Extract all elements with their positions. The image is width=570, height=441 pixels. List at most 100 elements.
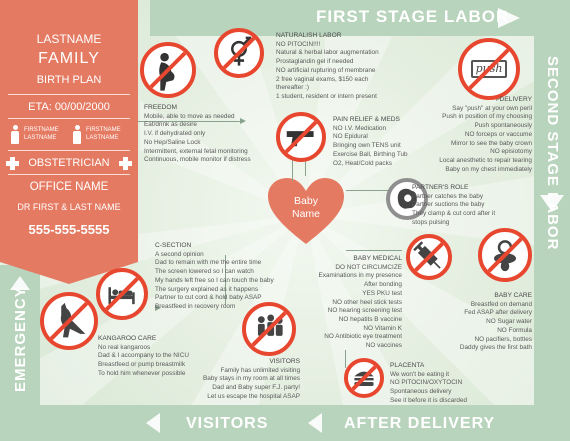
visitors-line: Baby stays in my room at all times	[203, 375, 300, 383]
sidebar-divider	[8, 118, 130, 119]
natural-labor-line: 2 free vaginal exams, $150 each	[276, 75, 369, 83]
csection-line: The surgery explained as it happens	[155, 285, 259, 293]
csection-text: C-SECTION A second opinion Dad to remain…	[155, 242, 274, 312]
natural-labor-line: 1 student, resident or intern present	[276, 92, 377, 100]
baby-care-line: Daddy gives the first bath	[459, 344, 532, 352]
medical-cross-icon	[119, 157, 132, 170]
delivery-text: DELIVERY Say "push" at your own peril Pu…	[432, 96, 532, 174]
baby-medical-line: NO Antibiotic eye treatment	[324, 333, 402, 341]
bottom-band: VISITORS AFTER DELIVERY	[0, 405, 570, 441]
delivery-line: Local anesthetic to repair tearing	[439, 156, 532, 164]
kangaroo-care-line: Breastfeed or pump breastmilk	[98, 361, 186, 369]
pain-relief-line: Exercise Ball, Birthing Tub	[333, 150, 408, 158]
second-stage-band: SECOND STAGE LABOR	[534, 36, 570, 416]
parent-two-last: LASTNAME	[86, 135, 119, 141]
csection-line: The screen lowered so I can watch	[155, 268, 254, 276]
sidebar-divider	[8, 94, 130, 95]
visitors-title: VISITORS	[269, 358, 300, 365]
connector-line	[346, 190, 408, 191]
kangaroo-care-line: To hold him whenever possible	[98, 369, 186, 377]
kangaroo-icon	[60, 302, 86, 338]
csection-line: Partner to cut cord & hold baby ASAP	[155, 294, 262, 302]
baby-medical-line: NO hearing screening test	[327, 307, 402, 315]
natural-labor-line: Natural & herbal labor augmentation	[276, 49, 379, 57]
sidebar-divider	[8, 174, 130, 175]
connector-line	[225, 255, 226, 305]
parent-one-last: LASTNAME	[24, 135, 57, 141]
baby-medical-line: NO Vitamin K	[363, 324, 402, 332]
visitors-text: VISITORS Family has unlimited visiting B…	[200, 358, 300, 402]
sidebar-office: OFFICE NAME	[29, 181, 109, 193]
medical-cross-icon	[6, 157, 19, 170]
partner-role-title: PARTNER'S ROLE	[412, 184, 469, 191]
pain-relief-line: NO Epidural	[333, 133, 368, 141]
delivery-badge: push	[458, 38, 520, 100]
visitors-line: Family has unlimited visiting	[220, 366, 300, 374]
baby-medical-line: DO NOT CIRCUMCIZE	[335, 263, 402, 271]
man-icon	[72, 125, 82, 145]
placenta-line: NO PITOCIN/OXYTOCIN	[390, 379, 463, 387]
natural-labor-text: NATURALISH LABOR NO PITOCIN!!!! Natural …	[276, 32, 379, 102]
baby-medical-badge	[406, 234, 452, 280]
sidebar-family: FAMILY	[38, 50, 100, 67]
baby-care-line: Fed ASAP after delivery	[464, 309, 532, 317]
baby-name: Baby Name	[266, 195, 346, 221]
csection-line: Dad to remain with me the entire time	[155, 259, 262, 267]
freedom-badge	[140, 42, 196, 98]
freedom-text: FREEDOM Mobile, able to move as needed E…	[144, 104, 251, 165]
baby-care-badge	[478, 228, 532, 282]
heart-icon	[268, 178, 344, 244]
baby-care-title: BABY CARE	[494, 292, 532, 299]
delivery-line: NO forceps or vaccume	[464, 130, 532, 138]
freedom-line: Mobile, able to move as needed	[144, 112, 235, 120]
pain-relief-badge	[276, 112, 326, 162]
partner-role-line: Partner suctions the baby	[412, 201, 485, 209]
natural-labor-line: thereafter :)	[276, 84, 310, 92]
connector-arrow-icon	[155, 305, 161, 311]
delivery-line: Say "push" at your own peril	[452, 104, 532, 112]
baby-medical-line: NO vaccines	[365, 342, 402, 350]
placenta-badge	[344, 358, 384, 398]
partner-role-badge	[386, 178, 428, 220]
placenta-line: We won't be eating it	[390, 370, 450, 378]
freedom-line: No Hep/Saline Lock	[144, 138, 201, 146]
baby-medical-line: YES PKU test	[362, 289, 402, 297]
emergency-band: EMERGENCY	[0, 265, 40, 441]
baby-medical-text: BABY MEDICAL DO NOT CIRCUMCIZE Examinati…	[312, 255, 402, 351]
csection-line: My hands left free so I can touch the ba…	[155, 276, 274, 284]
sidebar-birth-plan: BIRTH PLAN	[36, 74, 102, 86]
placenta-line: See it before it is discarded	[390, 396, 468, 404]
delivery-line: Push spontaneously	[474, 122, 532, 130]
baby-medical-title: BABY MEDICAL	[353, 255, 402, 262]
natural-labor-badge	[214, 28, 264, 78]
kangaroo-care-title: KANGAROO CARE	[98, 335, 157, 342]
csection-title: C-SECTION	[155, 242, 192, 249]
baby-care-line: NO pacifiers, bottles	[474, 335, 532, 343]
freedom-line: Eat/drink as desire	[144, 121, 197, 129]
first-stage-label: FIRST STAGE LABOR	[316, 7, 510, 26]
pain-relief-title: PAIN RELIEF & MEDS	[333, 116, 400, 123]
visitors-badge	[242, 302, 296, 356]
visitors-line: Dad and Baby super F.J. party!	[212, 384, 300, 392]
pain-relief-line: Bringing own TENS unit	[333, 142, 401, 150]
partner-role-text: PARTNER'S ROLE Partner catches the baby …	[412, 184, 495, 228]
baby-care-text: BABY CARE Breastfed on demand Fed ASAP a…	[448, 292, 532, 353]
baby-medical-line: NO other heel stick tests	[332, 298, 402, 306]
placenta-text: PLACENTA We won't be eating it NO PITOCI…	[390, 362, 467, 406]
baby-medical-line: NO hepatits B vaccine	[338, 315, 402, 323]
woman-icon	[10, 125, 20, 145]
pain-relief-line: O2, Heat/Cold packs	[333, 159, 392, 167]
partner-role-line: Partner catches the baby	[412, 192, 484, 200]
connector-arrow-icon	[240, 118, 246, 124]
delivery-line: NO episiotomy	[490, 148, 532, 156]
connector-line	[138, 121, 243, 122]
sidebar-phone: 555-555-5555	[28, 222, 110, 237]
sidebar-doctor: DR FIRST & LAST NAME	[17, 202, 121, 212]
baby-name-line2: Name	[291, 208, 320, 220]
sidebar-obstetrician: OBSTETRICIAN	[28, 157, 110, 169]
pain-relief-text: PAIN RELIEF & MEDS NO I.V. Medication NO…	[333, 116, 408, 168]
csection-badge	[96, 268, 148, 320]
after-delivery-label: AFTER DELIVERY	[344, 415, 496, 432]
